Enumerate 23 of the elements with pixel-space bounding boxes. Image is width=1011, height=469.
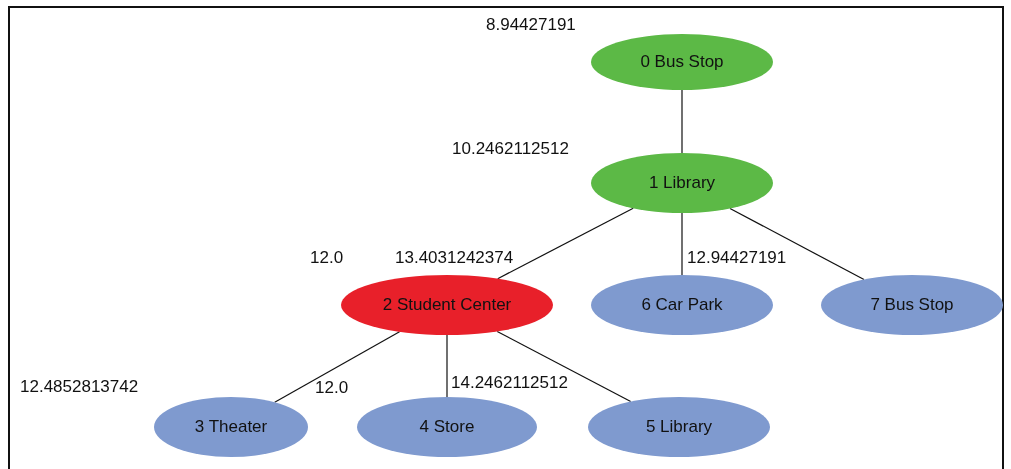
cost-value: 12.94427191 <box>687 248 787 268</box>
node-label: 0 Bus Stop <box>640 52 724 72</box>
node-label: 2 Student Center <box>382 295 512 315</box>
connector-line <box>274 331 401 403</box>
connector-line <box>681 89 683 154</box>
connector-line <box>729 207 865 281</box>
node-label: 7 Bus Stop <box>870 295 954 315</box>
connector-line <box>496 330 632 403</box>
node-label: 4 Store <box>419 417 475 437</box>
connector-line <box>497 207 634 280</box>
cost-value: 12.4852813742 <box>20 377 139 397</box>
node-label: 3 Theater <box>194 417 268 437</box>
connector-line <box>446 334 448 398</box>
node-label: 5 Library <box>645 417 713 437</box>
cost-value: 12.0 <box>315 378 349 398</box>
cost-value: 13.4031242374 <box>395 248 514 268</box>
connector-line <box>681 212 683 276</box>
cost-value: 10.2462112512 <box>452 139 569 159</box>
node-label: 1 Library <box>648 173 716 193</box>
cost-value: 14.2462112512 <box>451 373 568 393</box>
node-label: 6 Car Park <box>641 295 723 315</box>
cost-value: 12.0 <box>310 248 344 268</box>
cost-value: 8.94427191 <box>486 15 576 35</box>
